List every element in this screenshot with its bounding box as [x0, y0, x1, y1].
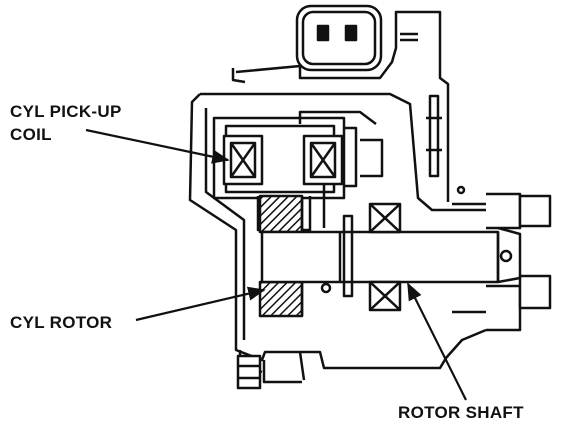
label-rotor-shaft: ROTOR SHAFT — [398, 403, 524, 422]
rotor-leader — [135, 286, 266, 322]
label-pickup-line1: CYL PICK-UP — [10, 102, 122, 121]
pickup-coil-right — [302, 134, 344, 186]
label-cyl-rotor: CYL ROTOR — [10, 313, 112, 332]
label-pickup-line2: COIL — [10, 125, 52, 144]
pickup-leader — [85, 128, 230, 164]
mounting-bracket — [231, 10, 466, 202]
bearing-upper — [368, 202, 402, 234]
pickup-coil-left — [222, 134, 264, 186]
shaft-coupling — [452, 192, 552, 332]
bearing-lower — [368, 280, 402, 312]
connector — [295, 4, 383, 72]
bolt — [236, 354, 262, 390]
shaft-leader — [407, 282, 467, 401]
